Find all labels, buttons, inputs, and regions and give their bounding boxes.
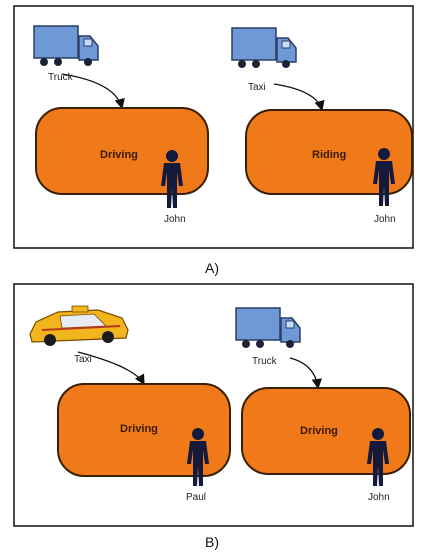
vehicle-label: Truck	[252, 356, 278, 367]
person-label: Paul	[186, 492, 206, 503]
panel-b-label: B)	[205, 534, 219, 550]
state-label: Riding	[312, 149, 346, 161]
vehicle-label: Taxi	[248, 82, 266, 93]
state-box	[57, 383, 231, 477]
person-label: John	[368, 492, 390, 503]
ownership-arrow	[77, 351, 145, 386]
state-label: Driving	[300, 425, 338, 437]
panel-a-label: A)	[205, 260, 219, 276]
person-label: John	[164, 214, 186, 225]
vehicle-label: Truck	[48, 72, 74, 83]
ownership-arrow	[61, 73, 125, 110]
vehicle-label: Taxi	[74, 354, 92, 365]
ownership-arrow	[273, 83, 325, 112]
state-box	[245, 109, 413, 195]
state-label: Driving	[100, 149, 138, 161]
ownership-arrow	[289, 357, 323, 390]
state-label: Driving	[120, 423, 158, 435]
state-box	[241, 387, 411, 475]
person-label: John	[374, 214, 396, 225]
